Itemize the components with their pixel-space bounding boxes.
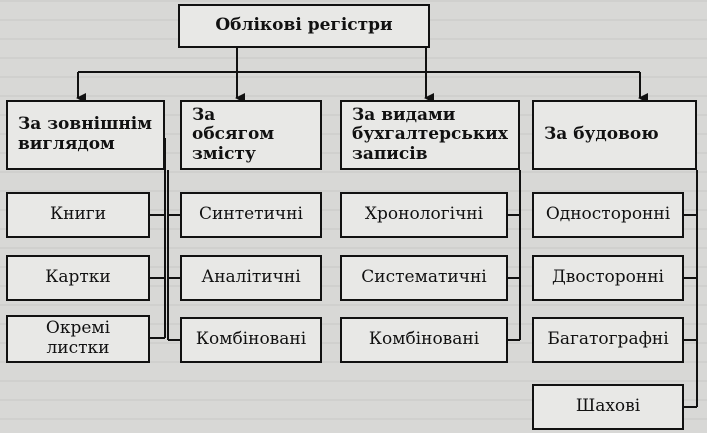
item-label: Синтетичні <box>199 204 303 225</box>
item-label: Картки <box>45 267 111 288</box>
item-box-systematic: Систематичні <box>340 255 508 301</box>
item-label: Комбіновані <box>195 329 307 350</box>
item-box-synthetic: Синтетичні <box>180 192 322 238</box>
root-box: Облікові регістри <box>178 4 430 48</box>
category-title: За обсягом змісту <box>192 104 275 164</box>
item-box-sheets: Окремі листки <box>6 315 150 363</box>
item-box-chess: Шахові <box>532 384 684 430</box>
category-title: За видами бухгалтерських записів <box>352 104 508 164</box>
item-label: Односторонні <box>545 204 671 225</box>
item-box-chronological: Хронологічні <box>340 192 508 238</box>
category-box-appearance: За зовнішнім виглядом <box>6 100 165 170</box>
item-label: Комбіновані <box>368 329 480 350</box>
item-label: Багатографні <box>547 329 669 350</box>
category-box-entry-types: За видами бухгалтерських записів <box>340 100 520 170</box>
item-box-multi-column: Багатографні <box>532 317 684 363</box>
item-box-books: Книги <box>6 192 150 238</box>
item-label: Аналітичні <box>201 267 301 288</box>
category-box-structure: За будовою <box>532 100 697 170</box>
item-label: Шахові <box>575 396 641 417</box>
item-box-two-sided: Двосторонні <box>532 255 684 301</box>
category-box-content-volume: За обсягом змісту <box>180 100 322 170</box>
item-label: Систематичні <box>361 267 487 288</box>
item-box-one-sided: Односторонні <box>532 192 684 238</box>
item-label: Двосторонні <box>551 267 664 288</box>
item-label: Окремі листки <box>45 318 111 358</box>
root-label: Облікові регістри <box>215 15 393 36</box>
item-label: Хронологічні <box>364 204 484 225</box>
item-box-combined-2: Комбіновані <box>340 317 508 363</box>
category-title: За будовою <box>544 124 659 145</box>
item-box-analytical: Аналітичні <box>180 255 322 301</box>
item-label: Книги <box>49 204 107 225</box>
item-box-combined-1: Комбіновані <box>180 317 322 363</box>
item-box-cards: Картки <box>6 255 150 301</box>
category-title: За зовнішнім виглядом <box>18 114 153 154</box>
